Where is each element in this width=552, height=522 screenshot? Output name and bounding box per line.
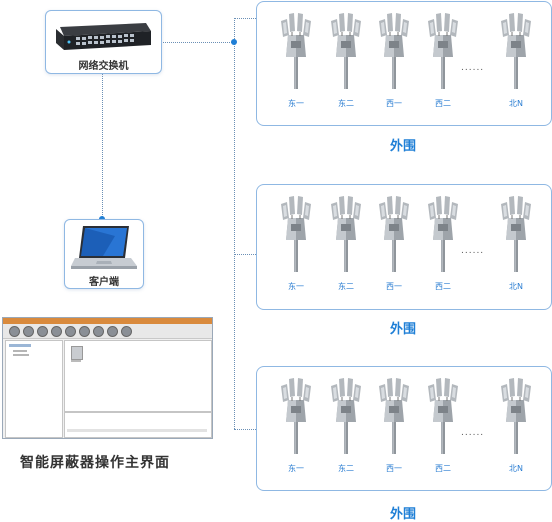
network-switch-label: 网络交换机 [78, 61, 129, 72]
toolbar-button [23, 326, 34, 337]
tower-label: 西二 [435, 282, 451, 291]
tower-label: 西一 [386, 99, 402, 108]
tower-label: 东二 [338, 99, 354, 108]
group-title-1: 外围 [389, 139, 416, 154]
toolbar-button [37, 326, 48, 337]
jammer-tower-icon [329, 11, 363, 89]
software-caption: 智能屏蔽器操作主界面 [20, 455, 170, 471]
connector-bus-bottom [234, 429, 256, 430]
jammer-tower-icon [279, 194, 313, 272]
jammer-tower-icon [377, 194, 411, 272]
group-title-2: 外围 [389, 322, 416, 337]
laptop-icon [71, 226, 137, 269]
jammer-tower-icon [426, 194, 460, 272]
tower-ellipsis: ...... [461, 246, 485, 256]
jammer-tower-icon [279, 11, 313, 89]
client-label: 客户端 [89, 277, 119, 288]
connector-bus-vertical [234, 18, 235, 429]
network-switch-box: 网络交换机 [45, 10, 162, 74]
tower-label: 西一 [386, 464, 402, 473]
jammer-tower-icon [426, 11, 460, 89]
software-titlebar [3, 318, 212, 324]
tower-label: 东二 [338, 464, 354, 473]
connector-bus-middle [234, 254, 256, 255]
software-log-panel [64, 412, 212, 438]
jammer-tower-icon [377, 376, 411, 454]
tree-node [13, 354, 29, 356]
jammer-tower-icon [499, 194, 533, 272]
software-tree-panel [5, 340, 63, 438]
tower-label: 西一 [386, 282, 402, 291]
tree-node [13, 350, 27, 352]
tower-label: 东一 [288, 464, 304, 473]
toolbar-button [65, 326, 76, 337]
jammer-tower-icon [426, 376, 460, 454]
jammer-tower-icon [377, 11, 411, 89]
jammer-tower-icon [279, 376, 313, 454]
log-scrollbar [67, 429, 207, 432]
group-title-3: 外围 [389, 507, 416, 522]
client-box: 客户端 [64, 219, 144, 289]
connector-switch-to-bus [160, 42, 234, 43]
tower-label: 东一 [288, 282, 304, 291]
tower-label: 西二 [435, 99, 451, 108]
connector-switch-to-client [102, 72, 103, 219]
network-switch-icon [56, 23, 151, 50]
device-thumbnail [71, 346, 83, 360]
toolbar-button [51, 326, 62, 337]
tower-label: 东一 [288, 99, 304, 108]
tower-ellipsis: ...... [461, 428, 485, 438]
toolbar-button [121, 326, 132, 337]
software-window [2, 317, 213, 439]
tree-node [9, 344, 31, 347]
jammer-tower-icon [499, 11, 533, 89]
toolbar-button [9, 326, 20, 337]
tower-label: 西二 [435, 464, 451, 473]
tower-label: 东二 [338, 282, 354, 291]
toolbar-button [93, 326, 104, 337]
connector-bus-top [234, 18, 256, 19]
software-toolbar [3, 324, 212, 339]
jammer-tower-icon [329, 376, 363, 454]
tower-ellipsis: ...... [461, 63, 485, 73]
tower-label: 北N [509, 99, 523, 108]
toolbar-button [107, 326, 118, 337]
jammer-tower-icon [329, 194, 363, 272]
tower-label: 北N [509, 464, 523, 473]
tower-label: 北N [509, 282, 523, 291]
software-device-panel [64, 340, 212, 412]
connector-dot-switch [231, 39, 237, 45]
jammer-tower-icon [499, 376, 533, 454]
device-thumbnail-caption [71, 360, 81, 362]
toolbar-button [79, 326, 90, 337]
